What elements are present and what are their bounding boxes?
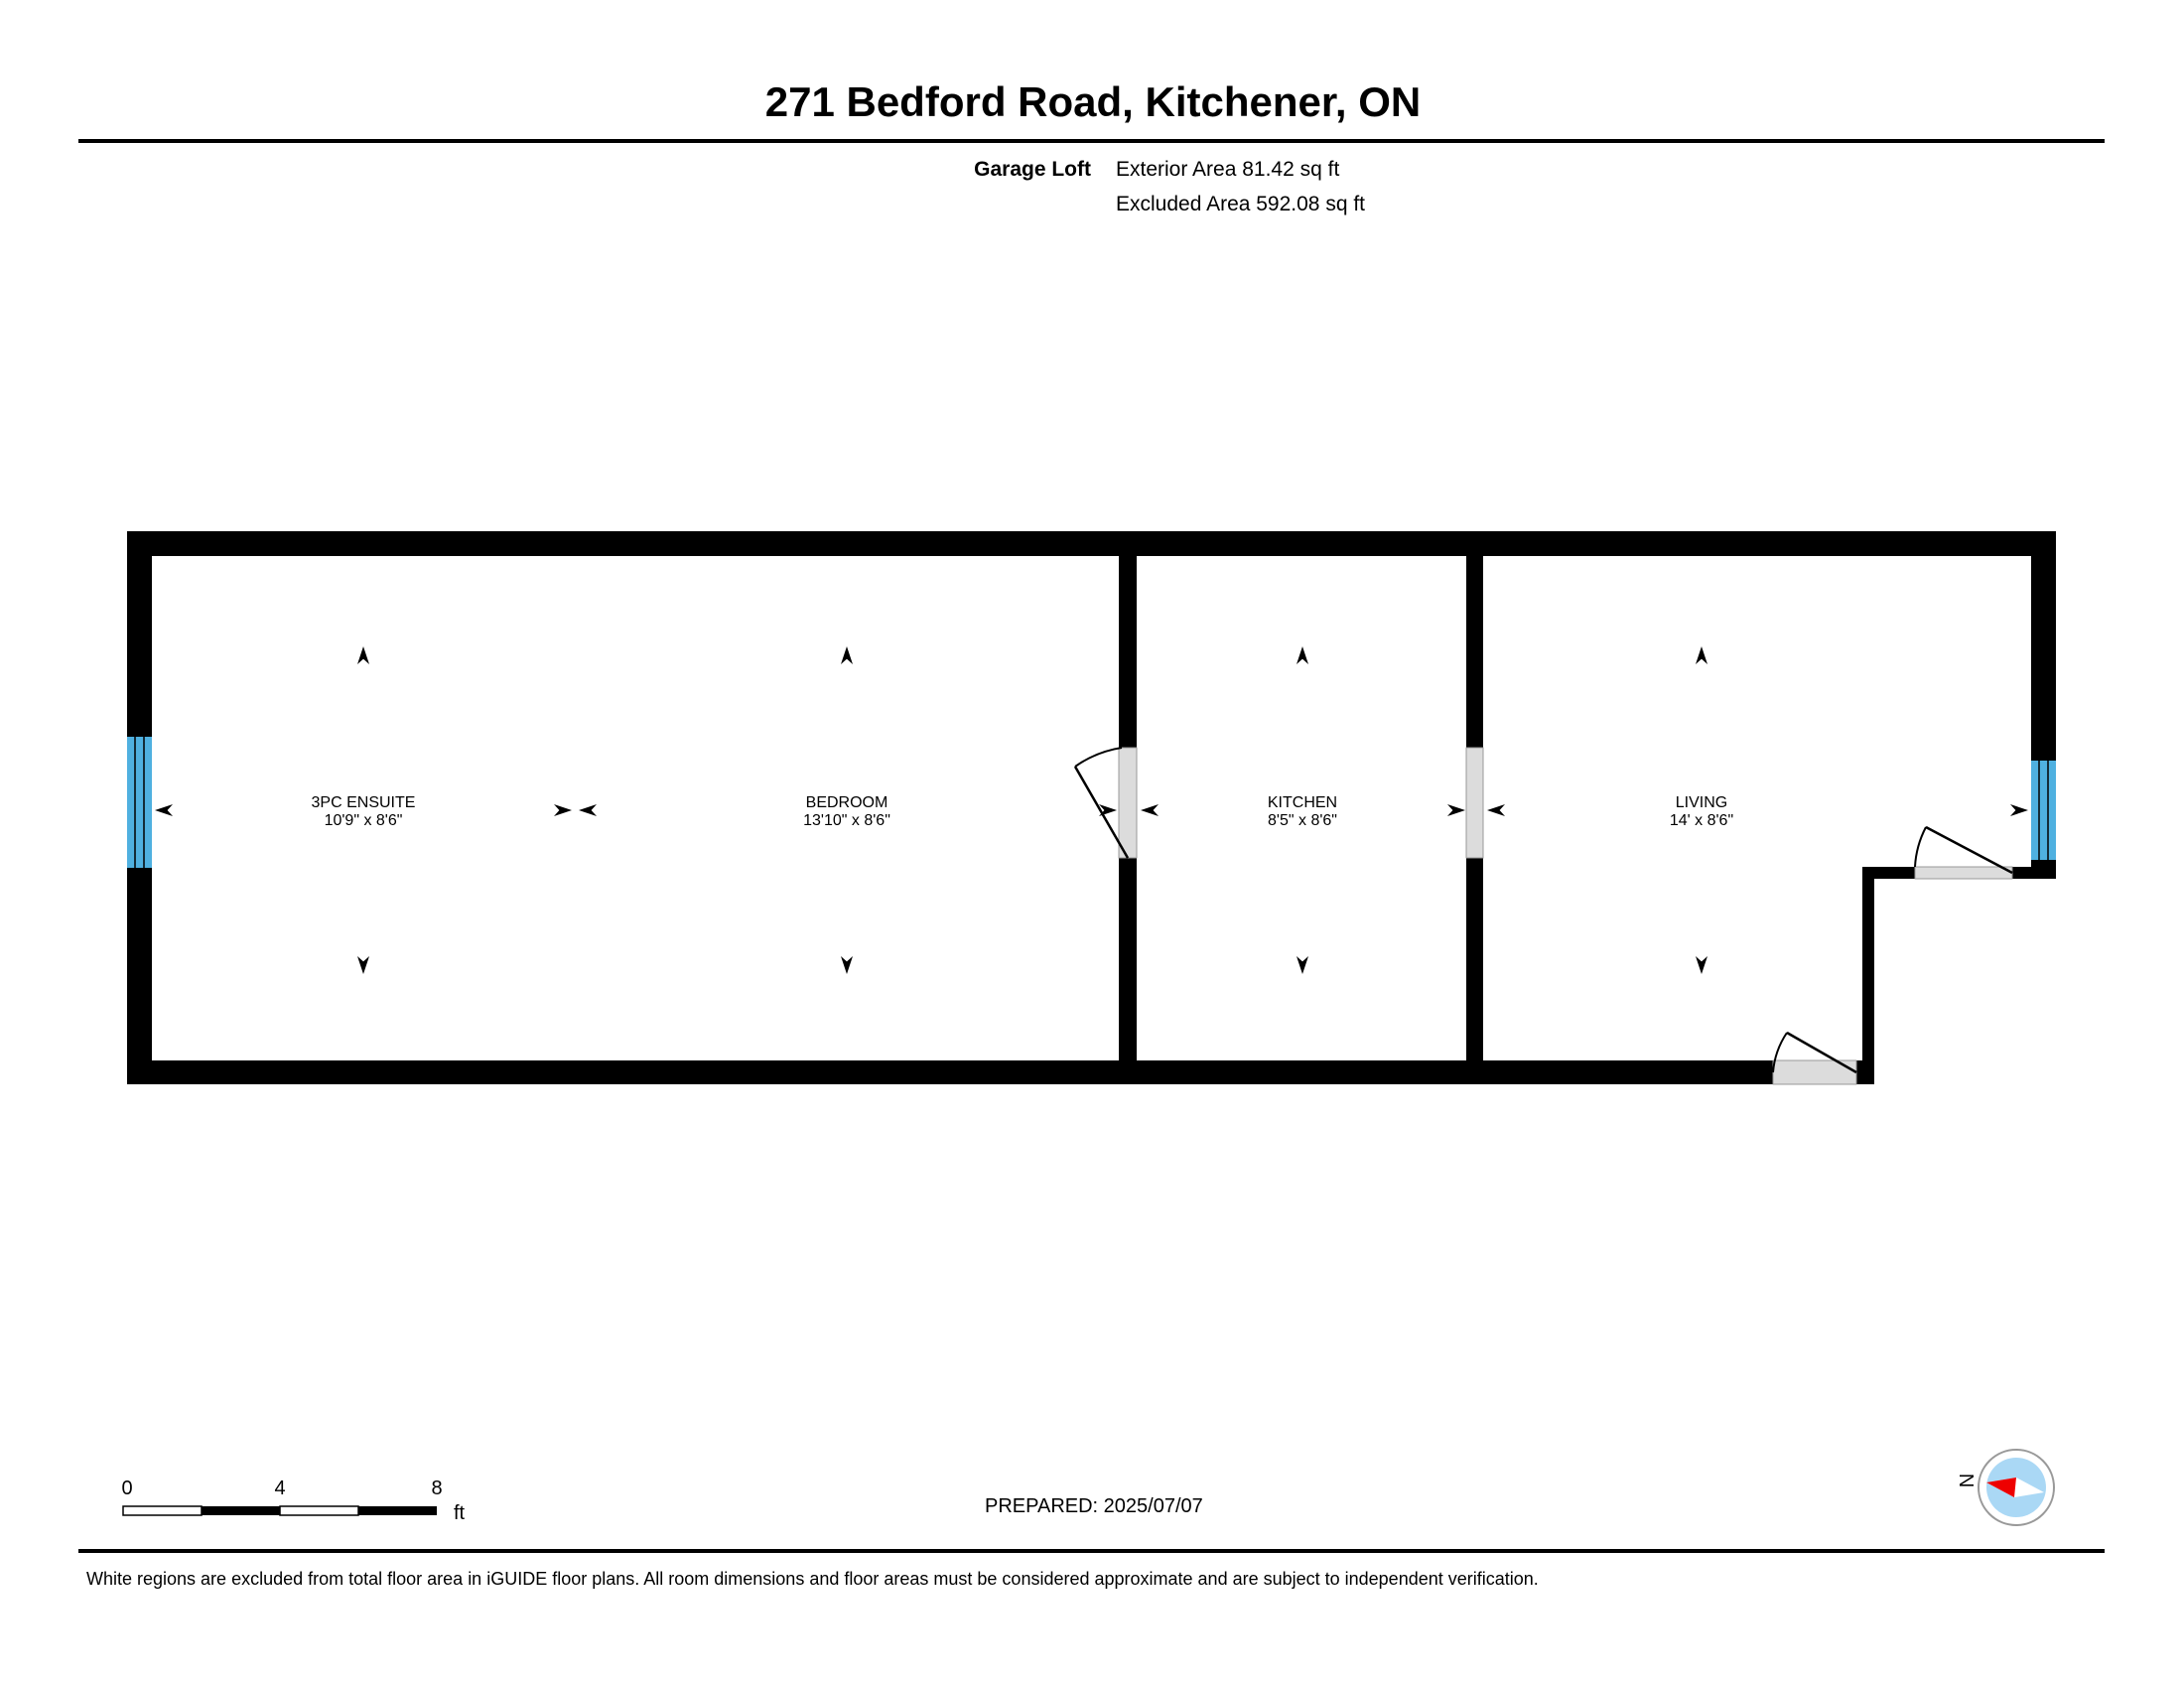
arrowhead-up	[841, 646, 853, 664]
door-swings	[1073, 747, 2013, 1074]
room-dimensions: 8'5" x 8'6"	[1268, 812, 1337, 829]
window-right	[2031, 761, 2056, 860]
living-door-right	[1914, 866, 2013, 880]
kitchen-living-opening	[1465, 747, 1484, 859]
page-title: 271 Bedford Road, Kitchener, ON	[765, 78, 1421, 125]
arrowhead-right	[2010, 804, 2028, 816]
room-name: KITCHEN	[1268, 794, 1337, 811]
exterior-area: Exterior Area 81.42 sq ft	[1116, 158, 1339, 181]
arrowhead-up	[357, 646, 369, 664]
header-divider	[78, 139, 2105, 143]
arrowhead-left	[1141, 804, 1159, 816]
room-name: BEDROOM	[806, 794, 888, 811]
arrowhead-down	[357, 956, 369, 974]
room-dimensions: 10'9" x 8'6"	[325, 812, 403, 829]
scale-tick-0: 0	[121, 1477, 132, 1499]
room-bedroom: BEDROOM 13'10" x 8'6"	[803, 794, 890, 829]
room-dimensions: 13'10" x 8'6"	[803, 812, 890, 829]
footnote: White regions are excluded from total fl…	[86, 1569, 1539, 1589]
prepared-date: PREPARED: 2025/07/07	[985, 1495, 1203, 1517]
walls	[127, 531, 2056, 1084]
footer-divider	[78, 1549, 2105, 1553]
room-3pc-ensuite: 3PC ENSUITE 10'9" x 8'6"	[312, 794, 416, 829]
scale-tick-8: 8	[431, 1477, 442, 1499]
room-name: LIVING	[1676, 794, 1727, 811]
arrowhead-left	[579, 804, 597, 816]
room-living: LIVING 14' x 8'6"	[1670, 794, 1733, 829]
room-kitchen: KITCHEN 8'5" x 8'6"	[1268, 794, 1337, 829]
arrowhead-down	[841, 956, 853, 974]
arrowhead-left	[155, 804, 173, 816]
arrowhead-up	[1297, 646, 1308, 664]
scale-unit: ft	[454, 1502, 466, 1524]
floor-name: Garage Loft	[974, 158, 1091, 181]
door-leaf	[1073, 766, 1130, 859]
scale-bar: 0 4 8 ft	[121, 1477, 465, 1524]
arrowhead-down	[1696, 956, 1707, 974]
arrowhead-down	[1297, 956, 1308, 974]
compass-north-label: N	[1957, 1474, 1979, 1487]
window-left	[127, 737, 152, 868]
arrowhead-left	[1487, 804, 1505, 816]
scale-tick-4: 4	[274, 1477, 285, 1499]
arrowhead-right	[1447, 804, 1465, 816]
compass-icon: N	[1957, 1449, 2055, 1526]
arrowhead-up	[1696, 646, 1707, 664]
room-dimensions: 14' x 8'6"	[1670, 812, 1733, 829]
room-name: 3PC ENSUITE	[312, 794, 416, 811]
bedroom-kitchen-doorway	[1118, 747, 1138, 859]
excluded-area: Excluded Area 592.08 sq ft	[1116, 193, 1365, 215]
dimension-arrows	[155, 646, 2028, 974]
arrowhead-right	[554, 804, 572, 816]
arrowhead-right	[1099, 804, 1117, 816]
